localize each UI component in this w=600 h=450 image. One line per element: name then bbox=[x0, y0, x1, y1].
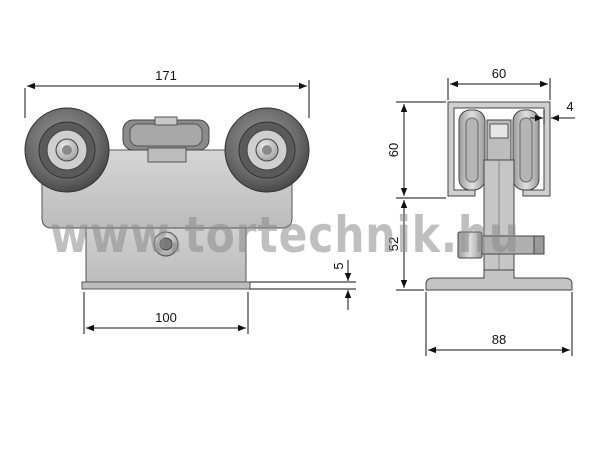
watermark-text: www.tortechnik.hu bbox=[50, 206, 520, 264]
side-view: 60 4 60 52 88 bbox=[386, 66, 575, 356]
front-left-wheel bbox=[24, 107, 110, 193]
front-view: 171 100 5 bbox=[24, 68, 356, 334]
dim-profile-height: 60 bbox=[386, 143, 401, 157]
dim-overall-width: 171 bbox=[155, 68, 177, 83]
side-c-profile bbox=[447, 101, 551, 197]
dim-bracket-height: 52 bbox=[386, 237, 401, 251]
dim-wall-thickness: 4 bbox=[566, 99, 573, 114]
front-base-plate bbox=[81, 281, 251, 290]
side-base-plate bbox=[425, 269, 573, 291]
dim-plate-thickness: 5 bbox=[331, 262, 346, 269]
front-right-wheel bbox=[224, 107, 310, 193]
dim-profile-width: 60 bbox=[492, 66, 506, 81]
dim-base-width: 88 bbox=[492, 332, 506, 347]
dim-bracket-width: 100 bbox=[155, 310, 177, 325]
